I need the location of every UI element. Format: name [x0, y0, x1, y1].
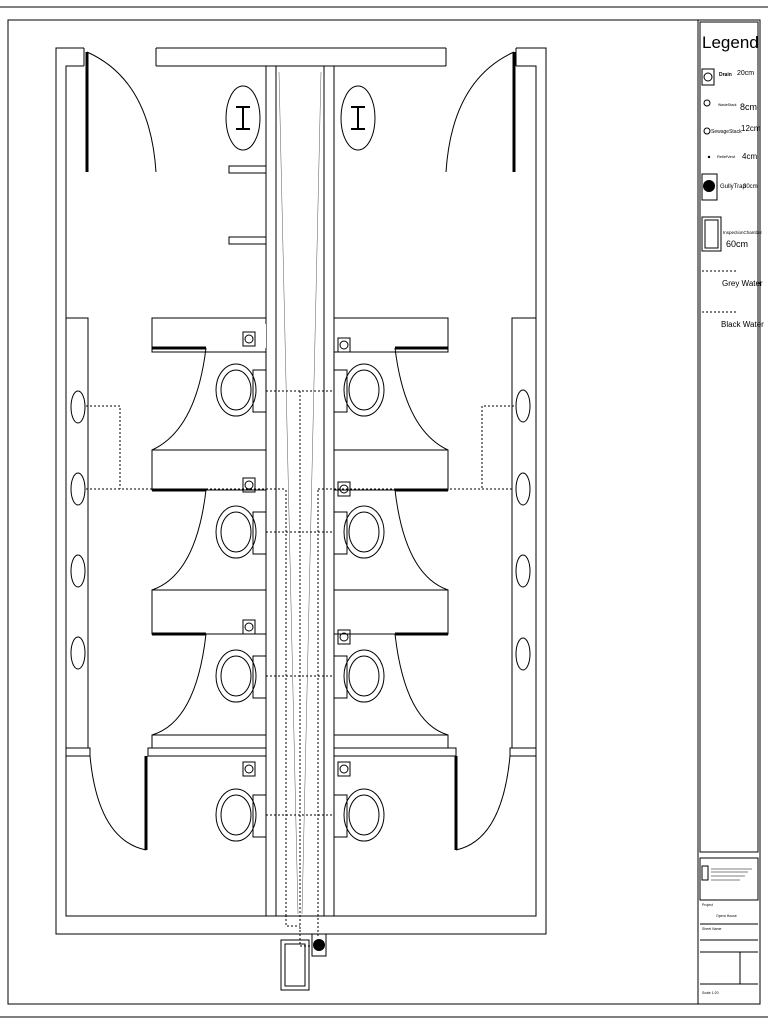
legend-inspection-name: InspectionChamber	[723, 230, 763, 235]
legend-drain-name: Drain	[719, 72, 732, 78]
left-basin-counter	[65, 317, 89, 749]
drainage-lines	[86, 390, 514, 947]
legend-drain-size: 20cm	[737, 70, 754, 77]
top-left-door-swing	[86, 51, 157, 173]
basin-right-4	[515, 637, 531, 671]
outer-wall	[55, 47, 547, 935]
legend-inspection-size: 60cm	[726, 239, 748, 249]
basin-left-3	[70, 554, 86, 588]
legend-relief-size: 4cm	[742, 152, 757, 161]
legend-sewage-name: SewageStack	[711, 129, 742, 135]
top-right-door-swing	[445, 51, 515, 173]
relief-vent-icon	[707, 155, 711, 159]
top-left-door-opening	[84, 46, 156, 68]
right-basin-counter	[511, 317, 537, 749]
title-block: Project Opera House Sheet Name Scale 1:2…	[699, 857, 759, 995]
gully-trap-icon	[701, 173, 718, 201]
basin-right-3	[515, 554, 531, 588]
left-cubicles	[89, 317, 267, 851]
legend-gully-name: GullyTrap	[720, 184, 746, 190]
basin-right-2	[515, 472, 531, 506]
legend-waste-name: WasteStack	[718, 103, 737, 107]
legend-box	[699, 21, 759, 853]
drawing-frame	[7, 19, 761, 1005]
inspection-chamber	[280, 939, 310, 991]
inspection-chamber-icon	[701, 216, 722, 252]
shelf-1	[228, 165, 267, 174]
legend-frame	[697, 19, 761, 1005]
sewage-stack-icon	[703, 127, 711, 135]
legend-panel: Legend Drain 20cm WasteStack 8cm SewageS…	[697, 19, 764, 1005]
legend-sewage-size: 12cm	[741, 124, 761, 133]
title-scale: Scale 1:20	[702, 991, 719, 995]
legend-waste-size: 8cm	[740, 102, 757, 112]
right-cubicles	[333, 317, 511, 851]
title-project-name: Opera House	[716, 914, 737, 918]
shelf-2	[228, 236, 267, 245]
hand-dryer-right-mark	[351, 106, 365, 130]
legend-grey-water: Grey Water	[722, 279, 763, 288]
duct-vent-line-1	[278, 71, 299, 915]
hand-dryer-left-mark	[236, 106, 250, 130]
legend-relief-name: ReliefVent	[717, 154, 736, 159]
gully-trap	[311, 933, 327, 957]
basin-left-2	[70, 472, 86, 506]
duct-vent-line-2	[301, 71, 322, 915]
legend-black-water: Black Water	[721, 320, 764, 329]
top-right-door-opening	[446, 46, 516, 68]
basin-right-1	[515, 389, 531, 423]
toilets-left	[215, 331, 267, 842]
waste-stack-icon	[703, 99, 711, 107]
basin-left-4	[70, 636, 86, 670]
hand-dryer-left	[225, 85, 261, 151]
hand-dryer-right	[340, 85, 376, 151]
gully-trap-fill	[313, 939, 325, 951]
title-sheet-label: Sheet Name	[702, 927, 722, 931]
legend-gully-size: 30cm	[743, 184, 758, 190]
drain-icon	[701, 68, 715, 86]
basin-left-1	[70, 390, 86, 424]
legend-title: Legend	[702, 33, 759, 52]
title-project-label: Project	[702, 903, 713, 907]
floor-plan	[55, 46, 547, 991]
school-logo-icon	[701, 865, 709, 881]
